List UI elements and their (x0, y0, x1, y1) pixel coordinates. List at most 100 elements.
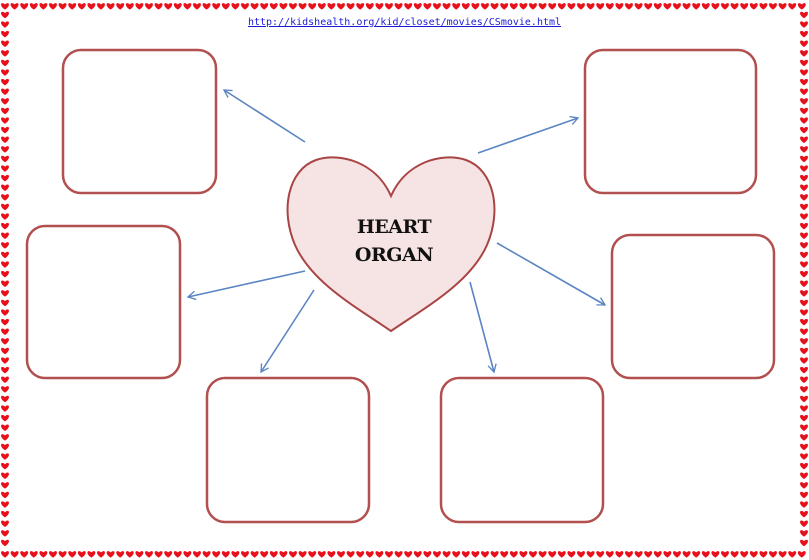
border-heart-icon (800, 462, 808, 470)
border-heart-icon (442, 3, 451, 10)
border-heart-icon (375, 3, 384, 10)
border-heart-icon (800, 203, 808, 211)
border-heart-icon (1, 30, 9, 38)
answer-box-middle-right[interactable] (610, 233, 776, 380)
border-heart-icon (116, 551, 125, 558)
border-heart-icon (557, 3, 566, 10)
border-heart-icon (644, 3, 653, 10)
border-heart-icon (800, 242, 808, 249)
border-heart-icon (164, 3, 173, 10)
border-heart-icon (769, 3, 777, 10)
border-heart-icon (173, 551, 182, 558)
border-heart-icon (97, 3, 105, 10)
border-heart-icon (346, 3, 355, 10)
border-heart-icon (1, 328, 9, 335)
heart-border (1, 3, 808, 558)
answer-box-bottom-right[interactable] (439, 376, 605, 524)
border-heart-icon (800, 146, 808, 153)
border-heart-icon (529, 3, 537, 10)
border-heart-icon (800, 338, 808, 345)
border-heart-icon (481, 551, 489, 558)
border-heart-icon (800, 376, 808, 383)
arrow-to-bottom-right (469, 281, 497, 374)
border-heart-icon (423, 3, 432, 10)
border-heart-icon (1, 3, 9, 10)
source-link[interactable]: http://kidshealth.org/kid/closet/movies/… (247, 17, 562, 28)
answer-box-middle-left[interactable] (25, 224, 182, 380)
center-title-line1: HEART (357, 216, 432, 238)
border-heart-icon (529, 551, 537, 558)
border-heart-icon (769, 551, 777, 558)
border-heart-icon (1, 194, 9, 201)
border-heart-icon (800, 59, 808, 67)
border-heart-icon (241, 551, 249, 558)
border-heart-icon (193, 3, 201, 10)
border-heart-icon (800, 165, 808, 172)
border-heart-icon (1, 395, 9, 403)
border-heart-icon (800, 405, 808, 412)
border-heart-icon (800, 270, 808, 278)
border-heart-icon (116, 3, 125, 10)
border-heart-icon (337, 3, 345, 10)
answer-box-top-right[interactable] (583, 48, 758, 195)
border-heart-icon (154, 551, 163, 558)
border-heart-icon (538, 551, 547, 558)
border-heart-icon (548, 3, 557, 10)
border-heart-icon (800, 136, 808, 143)
border-heart-icon (509, 551, 518, 558)
answer-box-bottom-left[interactable] (205, 376, 371, 524)
border-heart-icon (125, 3, 134, 10)
border-heart-icon (800, 280, 808, 287)
answer-box-top-left[interactable] (61, 48, 218, 195)
border-heart-icon (586, 3, 595, 10)
border-heart-icon (49, 3, 57, 10)
border-heart-icon (740, 3, 749, 10)
border-heart-icon (1, 357, 9, 364)
border-heart-icon (385, 551, 393, 558)
border-heart-icon (68, 551, 77, 558)
border-heart-icon (337, 551, 345, 558)
border-heart-icon (202, 3, 211, 10)
border-heart-icon (20, 551, 29, 558)
border-heart-icon (87, 3, 96, 10)
border-heart-icon (202, 551, 211, 558)
border-heart-icon (1, 539, 9, 547)
border-heart-icon (413, 3, 422, 10)
border-heart-icon (317, 551, 326, 558)
border-heart-icon (800, 213, 808, 220)
border-heart-icon (1, 146, 9, 153)
border-heart-icon (519, 551, 528, 558)
border-heart-icon (577, 3, 585, 10)
border-heart-icon (193, 551, 201, 558)
border-heart-icon (800, 251, 808, 259)
border-heart-icon (1, 155, 9, 163)
border-heart-icon (800, 290, 808, 297)
border-heart-icon (356, 551, 365, 558)
border-heart-icon (519, 3, 528, 10)
border-heart-icon (154, 3, 163, 10)
border-heart-icon (10, 3, 19, 10)
border-heart-icon (221, 3, 230, 10)
border-heart-icon (1, 222, 9, 230)
border-heart-icon (404, 551, 413, 558)
arrow-to-middle-left (186, 270, 306, 301)
border-heart-icon (730, 551, 739, 558)
border-heart-icon (711, 551, 720, 558)
border-heart-icon (605, 3, 614, 10)
border-heart-icon (1, 510, 9, 518)
border-heart-icon (1, 318, 9, 326)
border-heart-icon (800, 520, 808, 527)
border-heart-icon (673, 551, 681, 558)
border-heart-icon (548, 551, 557, 558)
border-heart-icon (800, 78, 808, 86)
border-heart-icon (1, 11, 9, 19)
border-heart-icon (1, 88, 9, 95)
border-heart-icon (183, 3, 192, 10)
border-heart-icon (29, 551, 38, 558)
border-heart-icon (800, 50, 808, 57)
border-heart-icon (692, 3, 701, 10)
border-heart-icon (778, 3, 787, 10)
border-heart-icon (701, 3, 710, 10)
border-heart-icon (58, 3, 67, 10)
border-heart-icon (1, 165, 9, 172)
